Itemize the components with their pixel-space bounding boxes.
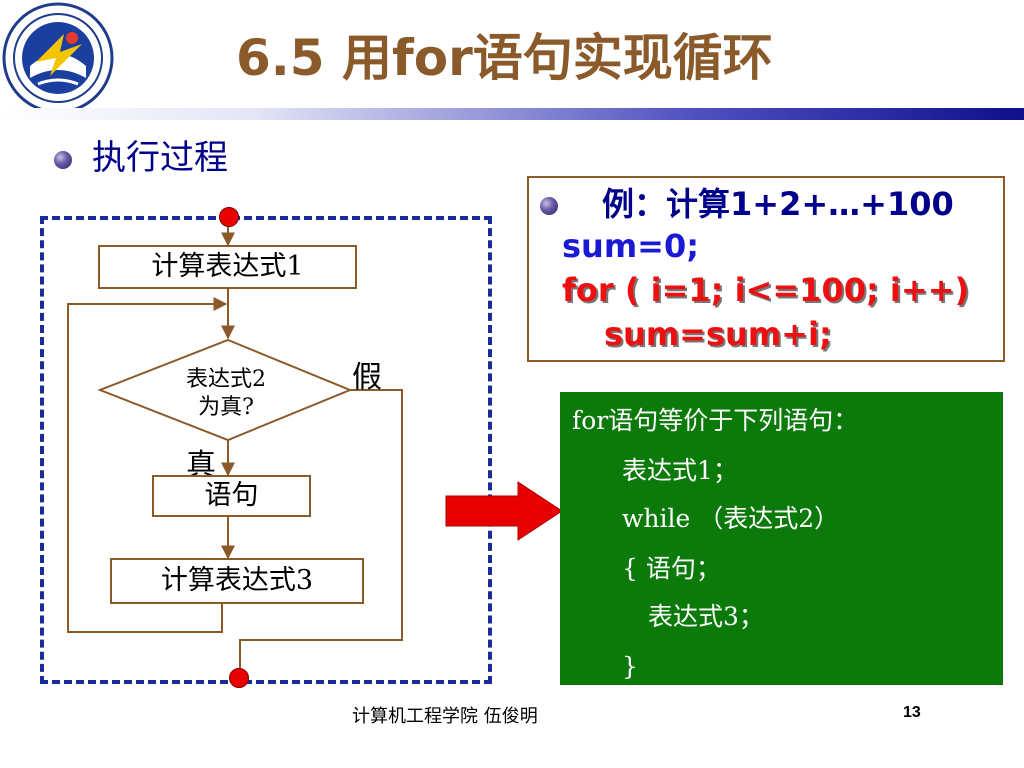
- equivalent-line: while （表达式2）: [622, 504, 840, 533]
- equivalent-line: }: [622, 652, 638, 681]
- equivalent-line: { 语句；: [622, 554, 721, 583]
- equivalent-line: for语句等价于下列语句：: [572, 406, 859, 435]
- flow-diamond-condition: 表达式2 为真?: [156, 366, 296, 422]
- flow-box-expr3: 计算表达式3: [110, 558, 364, 604]
- bullet-icon: [540, 197, 558, 215]
- diamond-line-2: 为真?: [198, 395, 254, 420]
- flow-box-expr1: 计算表达式1: [98, 245, 357, 289]
- slide-title: 6.5 用for语句实现循环: [236, 29, 773, 87]
- bullet-heading: 执行过程: [92, 138, 228, 178]
- page-number: 13: [903, 704, 921, 721]
- example-box: [527, 176, 1005, 362]
- example-code-line: for ( i=1; i<=100; i++): [562, 271, 970, 309]
- example-code-line: sum=0;: [562, 227, 700, 265]
- example-code-line: sum=sum+i;: [604, 315, 832, 353]
- equivalent-code-box: [560, 392, 1003, 685]
- flow-box-statement: 语句: [152, 475, 311, 517]
- equivalent-line: 表达式1；: [622, 456, 738, 485]
- flowchart-frame: [40, 216, 492, 684]
- example-heading: 例：计算1+2+…+100: [602, 185, 954, 223]
- diamond-line-1: 表达式2: [186, 367, 266, 392]
- equivalent-line: 表达式3；: [648, 602, 764, 631]
- false-branch-label: 假: [352, 360, 382, 395]
- flow-exit-dot: [229, 668, 249, 688]
- title-gradient-bar: [0, 108, 1024, 120]
- flow-entry-dot: [219, 207, 239, 227]
- right-arrow-icon: [445, 481, 563, 541]
- school-logo: [2, 2, 114, 114]
- slide-footer: 计算机工程学院 伍俊明: [352, 706, 538, 727]
- bullet-icon: [54, 151, 72, 169]
